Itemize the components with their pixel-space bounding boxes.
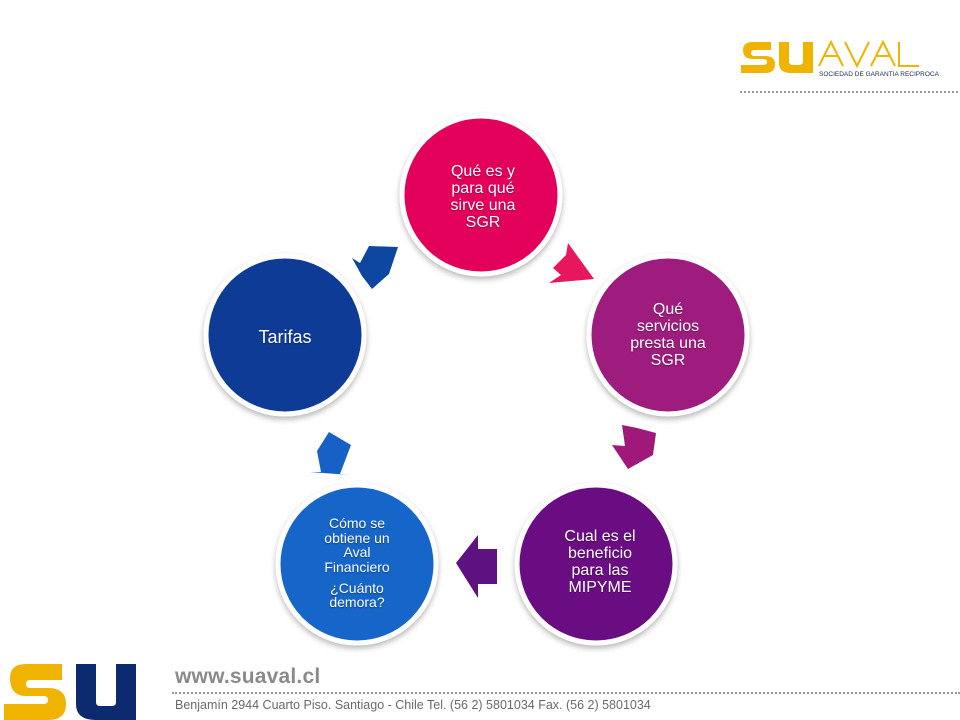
cycle-arrows — [310, 243, 656, 598]
node-how-to-obtain-line-3: Aval — [343, 544, 371, 561]
node-how-to-obtain-line-1: Cómo se — [328, 514, 386, 531]
node-services-line-1: Qué — [652, 301, 684, 319]
node-what-is-sgr-line-3: sirve una — [450, 197, 516, 214]
node-what-is-sgr-line-1: Qué es y — [450, 163, 516, 181]
node-how-to-obtain-circle — [275, 482, 439, 646]
node-how-to-obtain-line-2: obtiene un — [324, 529, 390, 546]
node-tariffs-circle — [203, 253, 367, 417]
node-how-long-line-2: demora? — [329, 594, 385, 611]
footer-brand-text: SU — [0, 660, 2, 661]
arrow-3-to-4 — [456, 535, 497, 598]
node-how-to-obtain-line-4: Financiero — [324, 559, 390, 575]
node-tariffs-line-1: Tarifas — [258, 326, 312, 347]
cycle-nodes — [203, 113, 750, 646]
footer-su-logo: SU — [0, 660, 160, 720]
node-services-circle — [586, 253, 750, 417]
node-benefit-line-3: para las — [571, 562, 629, 579]
node-what-is-sgr-line-2: para qué — [451, 180, 515, 198]
node-services-line-2: servicios — [636, 318, 700, 336]
node-what-is-sgr-line-4: SGR — [465, 213, 501, 231]
node-tariffs-label: Tarifas — [210, 262, 360, 412]
node-how-to-obtain-label: Cómo se obtiene un Aval Financiero ¿Cuán… — [292, 488, 422, 638]
logo-tagline: SOCIEDAD DE GARANTIA RECIPROCA — [819, 71, 940, 78]
node-services-label: Qué servicios presta una SGR — [598, 266, 738, 406]
node-what-is-sgr-label: Qué es y para qué sirve una SGR — [418, 128, 548, 268]
node-benefit-line-1: Cual es el — [564, 528, 636, 546]
node-services-line-3: presta una — [630, 335, 706, 352]
node-benefit-line-4: MIPYME — [568, 578, 632, 596]
node-benefit-circle — [514, 482, 678, 646]
node-how-long-line-1: ¿Cuánto — [330, 579, 384, 596]
arrow-4-to-5 — [310, 432, 351, 475]
header-divider — [740, 91, 958, 93]
arrow-2-to-3 — [612, 425, 656, 469]
arrow-1-to-2 — [549, 243, 594, 283]
node-services-line-4: SGR — [650, 351, 686, 369]
node-what-is-sgr-circle — [399, 113, 563, 277]
footer-divider — [172, 692, 960, 694]
footer-website-link[interactable]: www.suaval.cl — [175, 665, 321, 688]
suaval-logo: SOCIEDAD DE GARANTIA RECIPROCA — [735, 36, 960, 96]
footer-address: Benjamín 2944 Cuarto Piso. Santiago - Ch… — [175, 698, 651, 712]
node-benefit-label: Cual es el beneficio para las MIPYME — [530, 488, 670, 638]
node-benefit-line-2: beneficio — [567, 545, 633, 563]
arrow-5-to-1 — [352, 246, 398, 289]
